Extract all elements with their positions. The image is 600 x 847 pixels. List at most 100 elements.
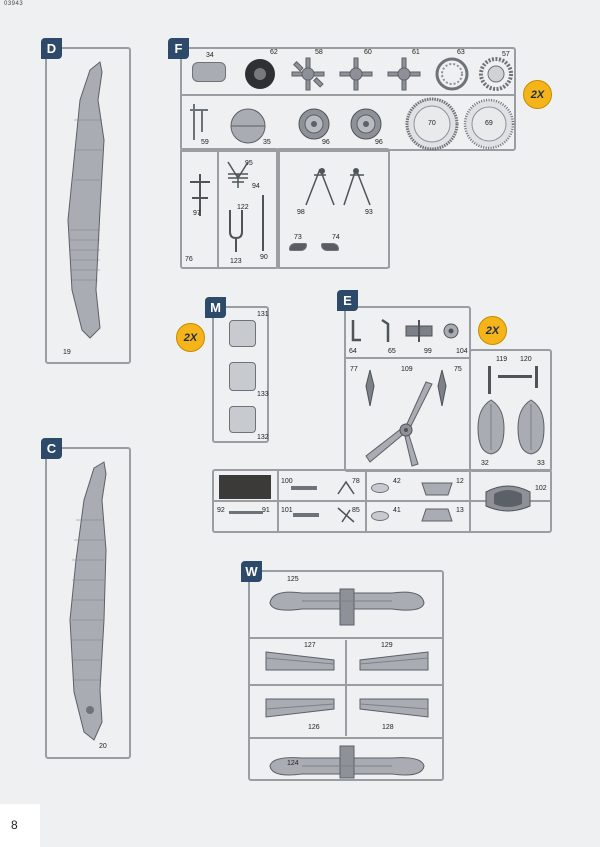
strut-94: [228, 173, 248, 188]
part-number: 41: [393, 507, 401, 514]
part-number: 96: [375, 139, 383, 146]
landing-gear-97: [190, 174, 210, 216]
part-42: [371, 483, 389, 493]
part-number: 133: [257, 391, 269, 398]
part-number: 131: [257, 311, 269, 318]
engine-cylinders-60: [339, 57, 373, 91]
part-number: 32: [481, 460, 489, 467]
rod-90: [262, 195, 264, 251]
aileron-129: [359, 651, 429, 671]
part-number: 34: [206, 52, 214, 59]
part-12: [421, 482, 453, 496]
part-number: 101: [281, 507, 293, 514]
part-number: 42: [393, 478, 401, 485]
part-99: [405, 320, 433, 342]
fairing-73: [289, 243, 307, 251]
sprue-rail: [344, 357, 471, 359]
cockpit-tub-102: [485, 485, 531, 512]
sprue-rail: [248, 737, 444, 739]
part-number: 60: [364, 49, 372, 56]
rod-120b: [535, 366, 538, 388]
part-34: [192, 62, 226, 82]
sprue-m-frame: [212, 306, 269, 443]
sprue-e-letter: E: [337, 290, 358, 311]
sprue-rail: [278, 150, 280, 268]
part-number: 96: [322, 139, 330, 146]
sprue-rail: [365, 470, 367, 532]
part-number: 127: [304, 642, 316, 649]
part-number: 62: [270, 49, 278, 56]
sprue-f-frame-mid: [276, 148, 390, 269]
propeller-109: [365, 381, 433, 467]
part-131: [229, 320, 256, 347]
clear-sheet-block: [219, 475, 271, 499]
sprue-e-frame-right: [469, 349, 552, 472]
sprue-rail: [217, 150, 219, 268]
wheel-pant-33: [517, 399, 545, 455]
sprue-f-letter: F: [168, 38, 189, 59]
multiplier-badge-f: 2X: [523, 80, 552, 109]
engine-cylinders-61: [387, 57, 421, 91]
sprue-rail: [180, 94, 516, 96]
part-78: [337, 480, 355, 495]
fuselage-half-19: [67, 61, 105, 339]
sprue-c-frame: [45, 447, 131, 759]
sprue-rail: [212, 500, 552, 502]
sprue-d-frame: [45, 47, 131, 364]
fuselage-half-20: [69, 461, 107, 741]
part-number: 77: [350, 366, 358, 373]
part-number: 20: [99, 743, 107, 750]
tailplane-125: [269, 588, 425, 626]
part-number: 63: [457, 49, 465, 56]
part-number: 35: [263, 139, 271, 146]
part-number: 64: [349, 348, 357, 355]
part-number: 59: [201, 139, 209, 146]
part-number: 75: [454, 366, 462, 373]
ring-63: [435, 57, 469, 91]
part-number: 73: [294, 234, 302, 241]
cowling-ring-69: [463, 98, 515, 150]
part-number: 74: [332, 234, 340, 241]
wheel-pant-32: [477, 399, 505, 455]
sprue-rail: [277, 470, 279, 532]
exhaust-123: [229, 210, 243, 252]
part-100: [291, 486, 317, 490]
part-number: 33: [537, 460, 545, 467]
sprue-w-letter: W: [241, 561, 262, 582]
cowling-ring-70: [405, 97, 459, 151]
part-number: 119: [496, 356, 508, 363]
wheel-96-left: [298, 108, 330, 140]
sprue-c-letter: C: [41, 438, 62, 459]
part-number: 124: [287, 760, 299, 767]
part-number: 100: [281, 478, 293, 485]
sheet-code: 03943: [4, 1, 24, 7]
part-number: 99: [424, 348, 432, 355]
tailplane-124: [269, 745, 425, 779]
part-number: 78: [352, 478, 360, 485]
part-number: 12: [456, 478, 464, 485]
part-number: 85: [352, 507, 360, 514]
sprue-rail: [345, 640, 347, 736]
part-number: 104: [456, 348, 468, 355]
cowl-35: [230, 108, 266, 144]
sprue-w-frame: [248, 570, 444, 781]
part-number: 129: [381, 642, 393, 649]
part-number: 120: [520, 356, 532, 363]
part-number: 109: [401, 366, 413, 373]
aileron-128: [359, 698, 429, 718]
gear-ring-57: [479, 57, 513, 91]
part-number: 58: [315, 49, 323, 56]
sprue-rail: [180, 150, 388, 152]
engine-cylinders-62: [245, 59, 275, 89]
part-number: 95: [245, 160, 253, 167]
part-number: 90: [260, 254, 268, 261]
part-number: 126: [308, 724, 320, 731]
sprue-rail: [248, 637, 444, 639]
fairing-74: [321, 243, 339, 251]
part-number: 125: [287, 576, 299, 583]
strut-75: [437, 369, 447, 407]
rod-120: [498, 375, 532, 378]
part-number: 102: [535, 485, 547, 492]
part-number: 122: [237, 204, 249, 211]
